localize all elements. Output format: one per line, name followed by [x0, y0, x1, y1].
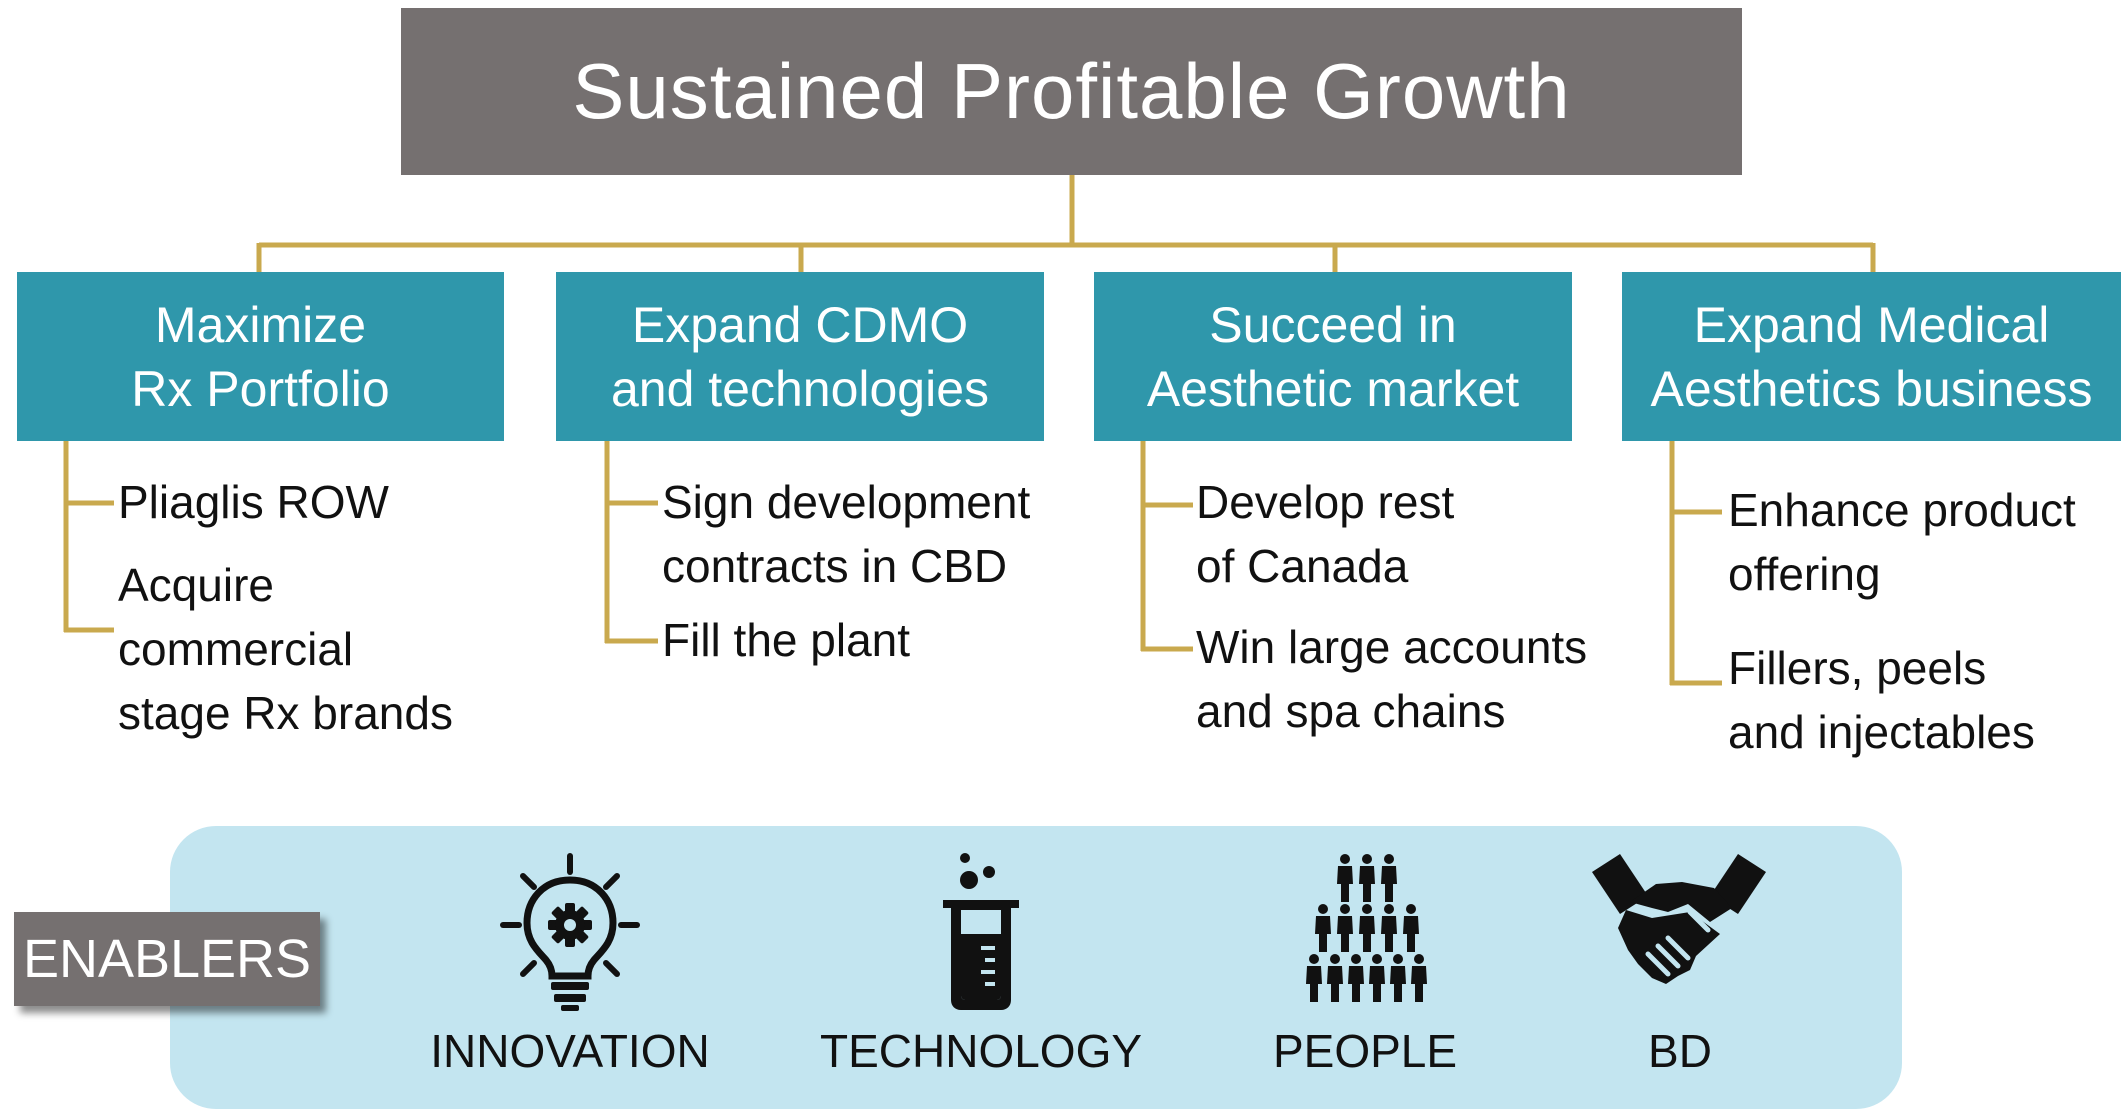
title-box: Sustained Profitable Growth — [401, 8, 1742, 175]
enablers-label: ENABLERS — [14, 912, 320, 1006]
bullet-sign-development: Sign development contracts in CBD — [662, 476, 1031, 592]
pillar-title-line1: Succeed in — [1209, 296, 1457, 353]
pillar-title-line2: and technologies — [610, 360, 990, 417]
pillar-box-medical-aesthetics: Expand Medical Aesthetics business — [1622, 272, 2121, 441]
lightbulb-gear-icon — [500, 853, 640, 1011]
diagram-title: Sustained Profitable Growth — [572, 47, 1571, 135]
enabler-label-bd: BD — [1648, 1025, 1712, 1077]
bullet-fill-plant: Fill the plant — [662, 614, 911, 666]
bullet-enhance-offering: Enhance product offering — [1728, 484, 2076, 600]
enabler-label-technology: TECHNOLOGY — [820, 1025, 1143, 1077]
pillar-title-line2: Aesthetic market — [1146, 360, 1520, 417]
pillar-title-line1: Maximize — [154, 296, 367, 353]
people-group-icon — [1306, 854, 1427, 1002]
bullet-develop-canada: Develop rest of Canada — [1196, 476, 1455, 592]
pillar-box-rx-portfolio: Maximize Rx Portfolio — [17, 272, 504, 441]
bullet-win-accounts: Win large accounts and spa chains — [1196, 621, 1588, 737]
pillar-title-line2: Aesthetics business — [1650, 360, 2093, 417]
enabler-label-innovation: INNOVATION — [430, 1025, 710, 1077]
beaker-icon — [943, 853, 1019, 1010]
handshake-icon — [1592, 854, 1766, 984]
enabler-label-people: PEOPLE — [1272, 1025, 1458, 1077]
pillar-box-cdmo: Expand CDMO and technologies — [556, 272, 1044, 441]
pillar-title-line1: Expand CDMO — [631, 296, 969, 353]
bullet-fillers-injectables: Fillers, peels and injectables — [1728, 642, 2035, 758]
pillar-title-line1: Expand Medical — [1693, 296, 2050, 353]
bullet-acquire-rx-brands: Acquire commercial stage Rx brands — [118, 559, 453, 739]
pillar-box-aesthetic-market: Succeed in Aesthetic market — [1094, 272, 1572, 441]
bullet-pliaglis-row: Pliaglis ROW — [118, 476, 389, 528]
pillar-title-line2: Rx Portfolio — [131, 360, 390, 417]
